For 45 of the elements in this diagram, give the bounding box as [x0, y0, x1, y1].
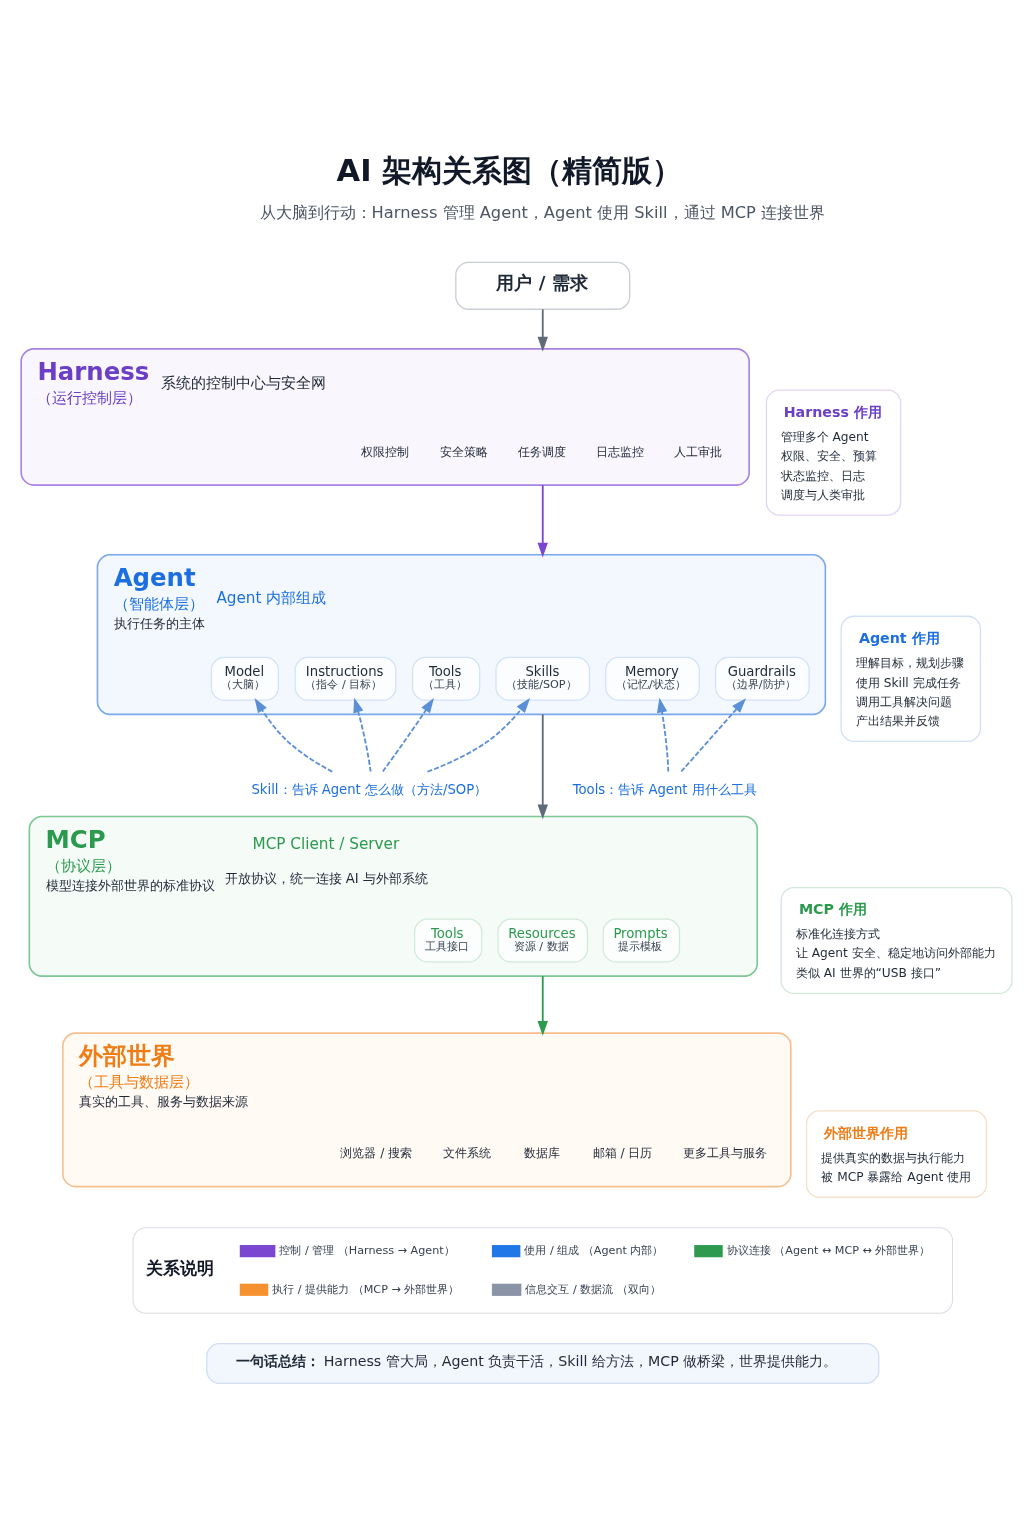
arrow	[679, 697, 746, 772]
arrow	[352, 697, 372, 772]
arrow	[254, 697, 333, 773]
node-box: Tools 工具接口	[413, 918, 482, 963]
node-box: 一句话总结：Harness 管大局，Agent 负责干活，Skill 给方法，MCP 做桥梁，世界提供能力。	[205, 1342, 879, 1384]
node-text: Tools：告诉 Agent 用什么工具	[572, 781, 757, 797]
node-box: MCP 作用 标准化连接方式 让 Agent 安全、稳定地访问外部能力 类似 AI 世界的“USB 接口”	[780, 886, 1013, 994]
node-text: 权限控制	[360, 444, 409, 459]
arrow	[537, 308, 548, 352]
node-box: Harness 作用 管理多个 Agent 权限、安全、预算 状态监控、日志 调度与人类审批	[765, 388, 901, 516]
node-text: 任务调度	[517, 444, 566, 459]
node-text: 更多工具与服务	[682, 1145, 767, 1160]
node-box: Guardrails （边界/防护）	[714, 656, 810, 701]
legend-label: 使用 / 组成 （Agent 内部）	[523, 1243, 663, 1257]
node-box: Memory （记忆/状态）	[604, 656, 700, 701]
legend-label: 信息交互 / 数据流 （双向）	[524, 1282, 661, 1296]
node-text: 邮箱 / 日历	[592, 1145, 652, 1160]
legend-label: 控制 / 管理 （Harness → Agent）	[278, 1243, 455, 1257]
node-box: Model （大脑）	[210, 656, 279, 701]
node-text: 日志监控	[595, 444, 644, 459]
node-box: 外部世界作用 提供真实的数据与执行能力 被 MCP 暴露给 Agent 使用	[805, 1109, 987, 1198]
arrow	[537, 712, 548, 819]
label: 关系说明	[145, 1257, 214, 1278]
arrow	[426, 697, 530, 773]
label: 从大脑到行动：Harness 管理 Agent，Agent 使用 Skill，通过 MCP 连接世界	[259, 202, 825, 222]
node-box: 用户 / 需求	[454, 261, 630, 310]
diagram-title: AI 架构关系图（精简版）	[336, 152, 682, 188]
node-text: 浏览器 / 搜索	[339, 1145, 412, 1160]
node-text: 文件系统	[442, 1145, 491, 1160]
node-text: 数据库	[523, 1145, 560, 1160]
legend-label: 协议连接 （Agent ↔ MCP ↔ 外部世界）	[726, 1243, 930, 1257]
node-box: Instructions （指令 / 目标）	[294, 656, 396, 701]
node-box: Tools （工具）	[411, 656, 480, 701]
node-box: Resources 资源 / 数据	[496, 918, 588, 963]
node-box: Skills （技能/SOP）	[494, 656, 590, 701]
arrow	[656, 697, 669, 772]
arrow	[537, 483, 548, 558]
legend-label: 执行 / 提供能力 （MCP → 外部世界）	[271, 1282, 459, 1296]
node-text: 人工审批	[673, 444, 722, 459]
node-text: Skill：告诉 Agent 怎么做（方法/SOP）	[250, 781, 487, 797]
node-text: 安全策略	[439, 444, 488, 459]
node-box: Prompts 提示模板	[602, 918, 680, 963]
arrow	[381, 697, 434, 772]
arrow	[537, 974, 548, 1036]
node-box: Agent 作用 理解目标，规划步骤 使用 Skill 完成任务 调用工具解决问题 产出结果并反馈	[839, 615, 981, 742]
